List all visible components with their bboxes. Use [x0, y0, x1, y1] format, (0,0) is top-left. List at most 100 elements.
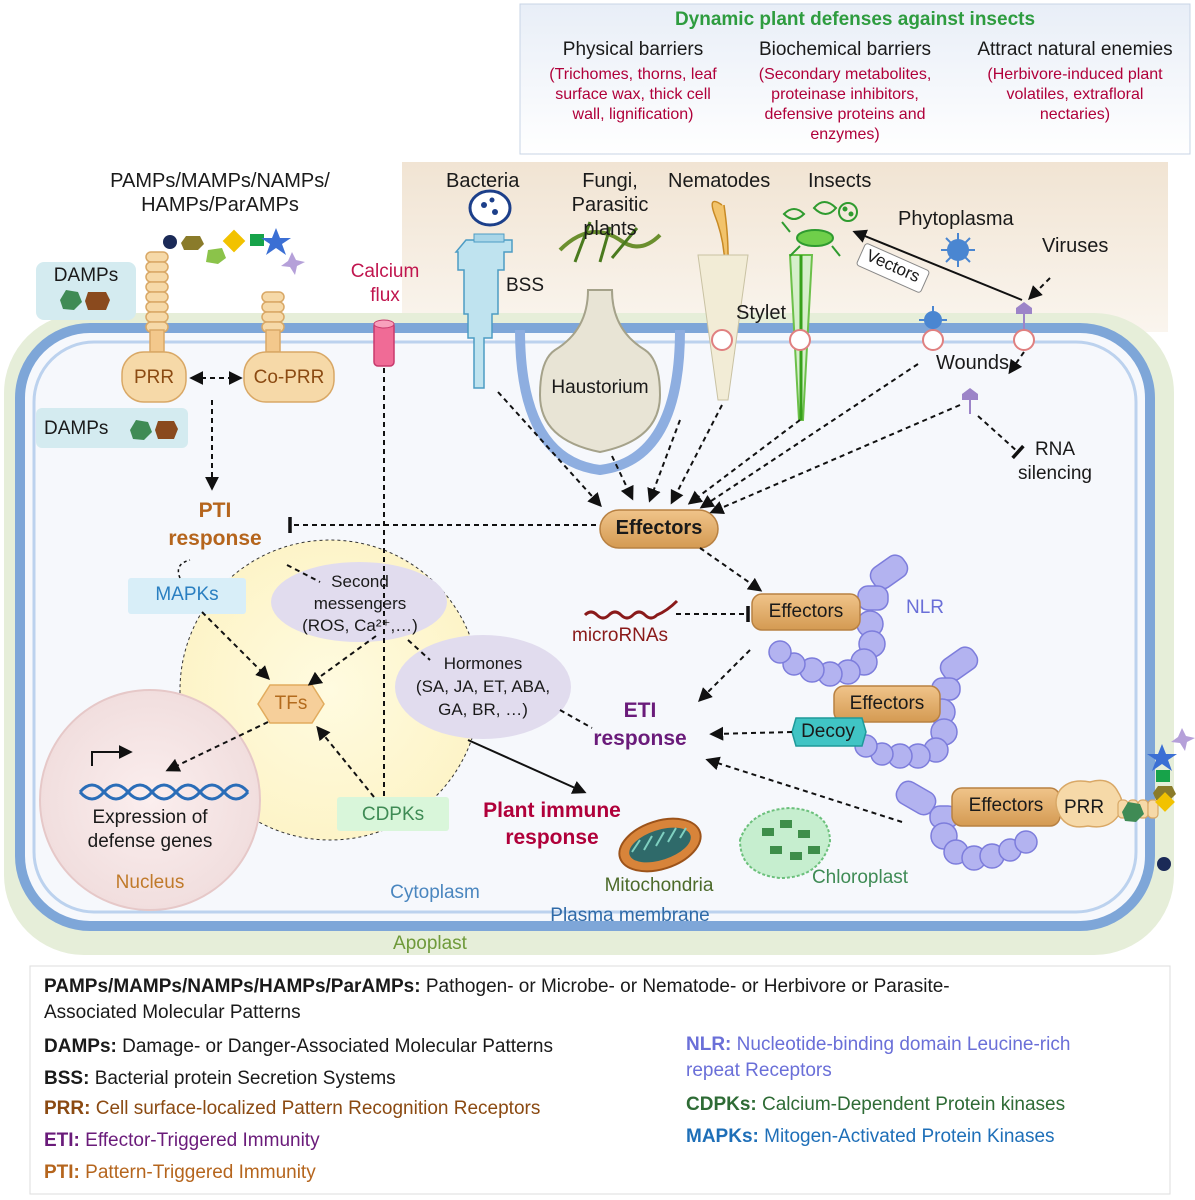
header-col2-line1: (Secondary metabolites, — [758, 66, 932, 83]
prr-label: PRR — [133, 367, 175, 388]
mitochondria-label: Mitochondria — [604, 875, 714, 896]
header-col1-line1: (Trichomes, thorns, leaf — [549, 66, 717, 83]
nucleus-label: Nucleus — [115, 872, 185, 893]
stylet-label: Stylet — [736, 302, 787, 324]
legend-damps-key: DAMPs: — [44, 1036, 117, 1057]
legend-pti-key: PTI: — [44, 1162, 80, 1183]
header-col3-line1: (Herbivore-induced plant — [987, 66, 1163, 83]
rna-silencing-line1: RNA — [1034, 439, 1076, 460]
decoy-label: Decoy — [801, 721, 855, 742]
virus — [962, 302, 1035, 414]
legend-eti-key: ETI: — [44, 1130, 80, 1151]
legend-prr-key: PRR: — [44, 1098, 91, 1119]
legend-pamps: PAMPs/MAMPs/NAMPs/HAMPs/ParAMPs: Pathoge… — [44, 976, 950, 999]
second-messengers-line1: Second — [331, 572, 389, 591]
cytoplasm-label: Cytoplasm — [390, 882, 480, 903]
damps-top-label: DAMPs — [53, 265, 119, 286]
mapks-label: MAPKs — [155, 584, 219, 605]
header-col3-line2: volatiles, extrafloral — [1006, 86, 1144, 103]
microrna-squiggle — [583, 599, 679, 620]
damps-box — [36, 262, 136, 320]
legend-pamps-def-line2: Associated Molecular Patterns — [44, 1002, 301, 1023]
damp-brown-shape — [85, 292, 110, 310]
legend-nlr: NLR: Nucleotide-binding domain Leucine-r… — [686, 1034, 1070, 1057]
damp-green-shape-2 — [130, 420, 152, 440]
hormones-ellipse — [395, 635, 571, 739]
legend-box — [29, 965, 1171, 1195]
header-col2-line3: defensive proteins and — [764, 106, 926, 123]
header-col1-title: Physical barriers — [562, 39, 704, 60]
second-messengers-line3: (ROS, Ca²⁺,…) — [302, 616, 418, 635]
chloroplast — [738, 806, 832, 880]
apoplast-label: Apoplast — [393, 933, 467, 954]
second-messengers-line2: messengers — [313, 594, 407, 613]
dna-helix — [78, 745, 250, 801]
pamp-molecules — [163, 228, 305, 275]
nlr-label: NLR — [906, 597, 945, 618]
expression-line2: defense genes — [87, 831, 213, 852]
legend-nlr-def-line1: Nucleotide-binding domain Leucine-rich — [736, 1034, 1071, 1055]
cdpks-box — [337, 797, 449, 831]
legend-damps: DAMPs: Damage- or Danger-Associated Mole… — [44, 1036, 553, 1059]
nlr-receptor-1 — [768, 554, 909, 687]
prr-right-label: PRR — [1064, 797, 1105, 818]
legend-eti: ETI: Effector-Triggered Immunity — [44, 1130, 320, 1153]
legend-pti-def: Pattern-Triggered Immunity — [85, 1162, 316, 1183]
effectors-decoy-label: Effectors — [849, 693, 925, 714]
eti-response-line2: response — [593, 727, 687, 750]
nucleus — [39, 689, 261, 911]
micrornas-label: microRNAs — [572, 625, 669, 646]
legend-eti-def: Effector-Triggered Immunity — [85, 1130, 320, 1151]
pamps-label-line2: HAMPs/ParAMPs — [141, 194, 299, 216]
effectors-decoy-pill — [833, 685, 941, 723]
legend-prr-def: Cell surface-localized Pattern Recogniti… — [95, 1098, 541, 1119]
legend-prr: PRR: Cell surface-localized Pattern Reco… — [44, 1098, 540, 1121]
legend-bss-key: BSS: — [44, 1068, 90, 1089]
hormones-line3: GA, BR, …) — [438, 700, 528, 719]
effectors-main-pill — [599, 509, 719, 549]
header-col3-title: Attract natural enemies — [977, 39, 1173, 60]
cdpks-label: CDPKs — [361, 804, 425, 825]
header-col2-line2: proteinase inhibitors, — [771, 86, 919, 103]
mapks-box — [128, 578, 246, 614]
pamp-molecules-right — [1122, 728, 1195, 871]
haustorium-label: Haustorium — [551, 377, 649, 398]
pathogen-band — [402, 162, 1168, 332]
fungi-label-line1: Fungi, — [582, 170, 638, 192]
fungi-label-line2: Parasitic — [571, 194, 649, 216]
bss-label: BSS — [506, 275, 545, 296]
legend-nlr-key: NLR: — [686, 1034, 732, 1055]
insect-stylet — [781, 201, 858, 421]
legend-cdpks-key: CDPKs: — [686, 1094, 757, 1115]
plasma-membrane-label: Plasma membrane — [550, 905, 710, 926]
hormones-to-immune-arrow — [467, 739, 587, 794]
chloroplast-label: Chloroplast — [811, 867, 909, 888]
plant-immune-line1: Plant immune — [483, 799, 621, 822]
legend-damps-def: Damage- or Danger-Associated Molecular P… — [122, 1036, 553, 1057]
insects-label: Insects — [808, 170, 872, 192]
phytoplasma-label: Phytoplasma — [898, 208, 1014, 230]
legend-mapks-key: MAPKs: — [686, 1126, 759, 1147]
header-box — [519, 3, 1191, 155]
effectors-prr-label: Effectors — [968, 795, 1044, 816]
damps-inner-box — [36, 408, 188, 448]
haustorium — [515, 221, 685, 476]
rna-silencing-line2: silencing — [1018, 463, 1092, 484]
vectors-tag — [856, 243, 930, 293]
legend-mapks-def: Mitogen-Activated Protein Kinases — [764, 1126, 1055, 1147]
effectors-nlr-pill — [751, 593, 861, 631]
damp-brown-shape-2 — [155, 421, 178, 439]
calcium-flux-line2: flux — [370, 285, 400, 306]
damp-green-shape — [60, 290, 82, 310]
wounds-label: Wounds — [936, 352, 1010, 374]
bacteria-label: Bacteria — [446, 170, 520, 192]
mitochondria — [618, 817, 702, 873]
prr-receptor — [121, 251, 335, 403]
bacteria-bss — [454, 189, 513, 389]
legend-bss: BSS: Bacterial protein Secretion Systems — [44, 1068, 396, 1091]
hormones-line1: Hormones — [443, 654, 523, 673]
expression-line1: Expression of — [92, 807, 208, 828]
effectors-nlr-label: Effectors — [768, 601, 844, 622]
second-messengers-ellipse — [271, 562, 447, 642]
